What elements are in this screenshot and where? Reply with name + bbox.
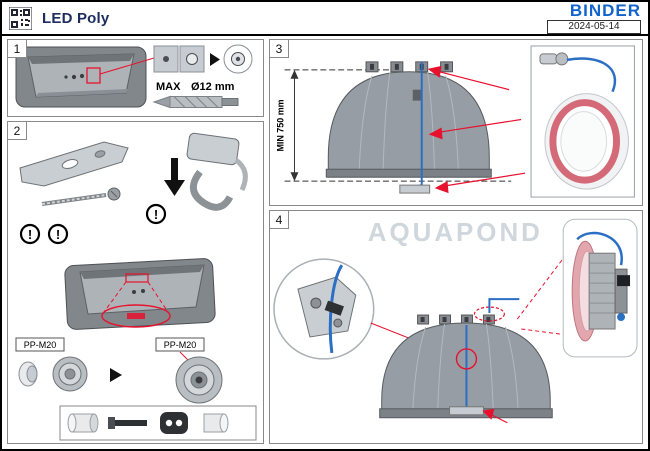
cable-gland-small-illustration bbox=[52, 356, 88, 392]
step-number-4: 4 bbox=[270, 211, 289, 229]
gland-parts-box bbox=[59, 405, 257, 441]
svg-text:!: ! bbox=[28, 227, 32, 242]
warning-icon: ! bbox=[145, 203, 167, 225]
trim-ring-detail-box bbox=[530, 45, 635, 198]
clamp-highlight-circle bbox=[455, 348, 478, 370]
step-number-3: 3 bbox=[270, 40, 289, 58]
clip-illustration bbox=[186, 132, 248, 211]
callout-line bbox=[99, 57, 155, 75]
step-panel-1: 1 MAX bbox=[7, 39, 264, 117]
cable-connector bbox=[449, 406, 484, 416]
step-panel-2: 2 ! bbox=[7, 121, 264, 444]
step-panel-4: 4 AQUAPOND bbox=[269, 210, 643, 444]
header: LED Poly BINDER 2024-05-14 bbox=[2, 2, 648, 36]
step-panel-3: 3 MIN 750 mm bbox=[269, 39, 643, 206]
callout-line bbox=[516, 252, 568, 320]
aquapond-watermark: AQUAPOND bbox=[368, 219, 543, 247]
hole-detail-illustration bbox=[153, 44, 253, 74]
qr-code-icon bbox=[9, 6, 32, 30]
brand-block: BINDER 2024-05-14 bbox=[547, 2, 641, 34]
drill-size-label: Ø12 mm bbox=[191, 81, 235, 93]
cable-exit-line bbox=[488, 298, 520, 314]
housing-illustration bbox=[15, 46, 147, 108]
min-height-dimension: MIN 750 mm bbox=[276, 69, 299, 182]
brand-logo: BINDER bbox=[569, 1, 641, 20]
housing-slot-illustration bbox=[64, 258, 216, 330]
arrow-icon bbox=[210, 53, 220, 66]
seal-cap-illustration bbox=[18, 361, 38, 387]
step-4-illustration: AQUAPOND bbox=[273, 218, 638, 424]
step-1-illustration: MAX Ø12 mm bbox=[15, 44, 253, 109]
light-fixture-detail bbox=[562, 218, 638, 358]
callout-arrows bbox=[427, 65, 526, 194]
date-badge: 2024-05-14 bbox=[547, 20, 641, 34]
trim-ring-illustration bbox=[544, 93, 629, 190]
cable-gland-icon bbox=[539, 53, 558, 65]
callout-arrow bbox=[482, 408, 508, 424]
max-label: MAX bbox=[156, 81, 181, 93]
cable-loop-line bbox=[576, 231, 623, 266]
svg-text:!: ! bbox=[56, 227, 60, 242]
cable-coil-line bbox=[566, 57, 617, 93]
mounting-bracket-illustration bbox=[19, 141, 129, 206]
cable-connector bbox=[399, 184, 431, 194]
pp-m20-label-large: PP-M20 bbox=[155, 337, 205, 352]
pp-m20-label-small: PP-M20 bbox=[15, 337, 65, 352]
warning-icon: ! bbox=[19, 223, 41, 245]
step-number-2: 2 bbox=[8, 122, 27, 140]
svg-text:!: ! bbox=[154, 207, 158, 222]
svg-text:PP-M20: PP-M20 bbox=[164, 340, 197, 350]
cable-clamp-detail-circle bbox=[273, 258, 375, 360]
callout-line bbox=[521, 328, 568, 336]
step-2-illustration: ! ! ! bbox=[15, 132, 257, 441]
connector-box bbox=[617, 275, 631, 287]
cable-entry-highlight bbox=[473, 306, 505, 322]
min-height-label: MIN 750 mm bbox=[276, 99, 286, 151]
svg-text:PP-M20: PP-M20 bbox=[24, 340, 57, 350]
warning-icon: ! bbox=[47, 223, 69, 245]
arrow-icon bbox=[110, 368, 122, 382]
step-3-illustration: MIN 750 mm bbox=[276, 45, 635, 198]
page-title: LED Poly bbox=[42, 9, 110, 27]
cable-gland-large-illustration bbox=[175, 356, 223, 404]
drill-bit-icon bbox=[152, 95, 239, 109]
pool-niche-dome-illustration bbox=[325, 61, 492, 178]
down-arrow-icon bbox=[164, 158, 185, 196]
step-number-1: 1 bbox=[8, 40, 27, 58]
